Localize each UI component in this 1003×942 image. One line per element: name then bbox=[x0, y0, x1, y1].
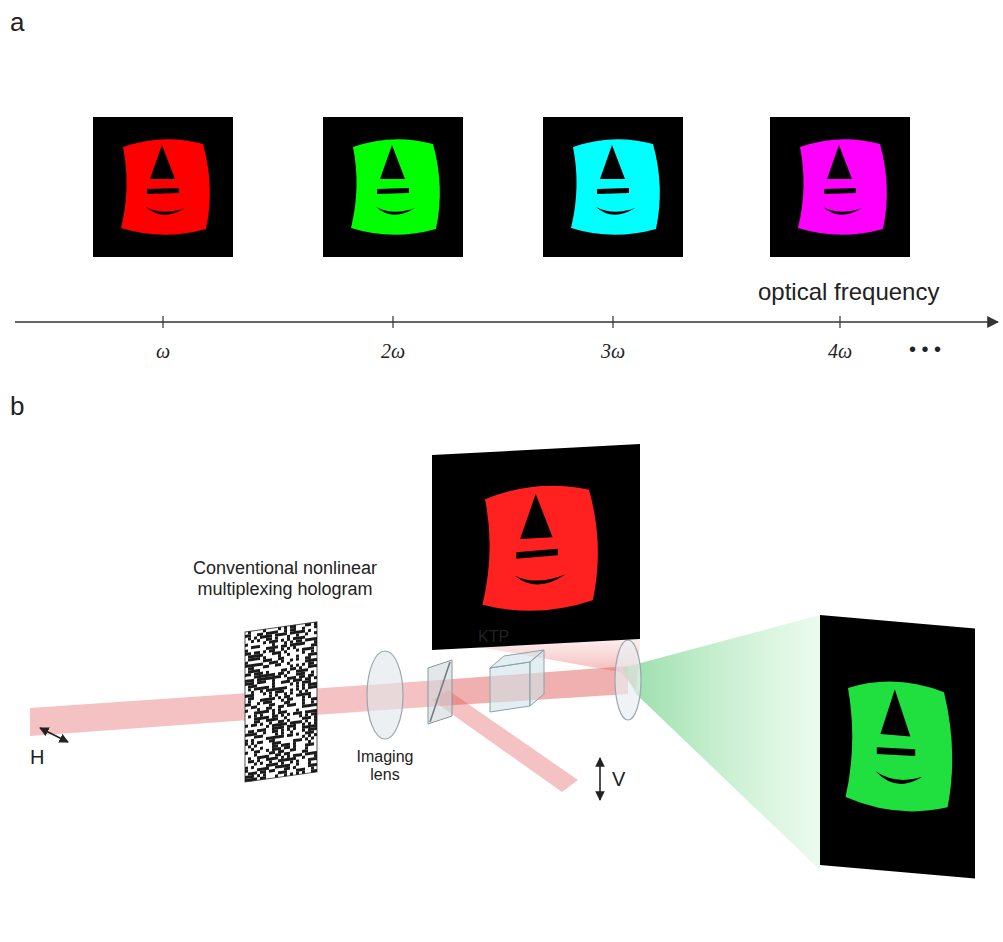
tick-label: 4ω bbox=[815, 340, 865, 363]
projection-lens bbox=[615, 640, 641, 720]
red-image bbox=[93, 117, 233, 257]
imaging-lens bbox=[367, 651, 403, 739]
beam-splitter bbox=[428, 660, 452, 724]
axis-title: optical frequency bbox=[758, 278, 993, 306]
red-projected-image bbox=[432, 444, 640, 650]
component-label: Conventional nonlinear multiplexing holo… bbox=[180, 558, 390, 599]
ktp-crystal bbox=[490, 650, 544, 712]
h-polarization-arrow bbox=[40, 728, 68, 742]
magenta-image bbox=[770, 117, 910, 257]
hologram bbox=[245, 622, 317, 782]
polarization-label: V bbox=[612, 768, 642, 791]
panel-letter: a bbox=[10, 8, 50, 38]
panel-letter: b bbox=[10, 392, 50, 422]
cyan-image bbox=[543, 117, 683, 257]
polarization-label: H bbox=[30, 746, 60, 769]
tick-label: 3ω bbox=[588, 340, 638, 363]
v-polarization-arrow bbox=[599, 758, 601, 800]
tick-label: 2ω bbox=[368, 340, 418, 363]
component-label: KTP bbox=[478, 628, 528, 646]
splitter-face bbox=[430, 662, 450, 722]
ellipsis: • • • bbox=[885, 338, 965, 361]
green-projected-image bbox=[820, 615, 975, 879]
green-image bbox=[323, 117, 463, 257]
component-label: Imaging lens bbox=[340, 748, 430, 785]
green-cone bbox=[622, 615, 820, 870]
axis-ticks bbox=[163, 316, 840, 328]
tick-label: ω bbox=[143, 340, 183, 363]
